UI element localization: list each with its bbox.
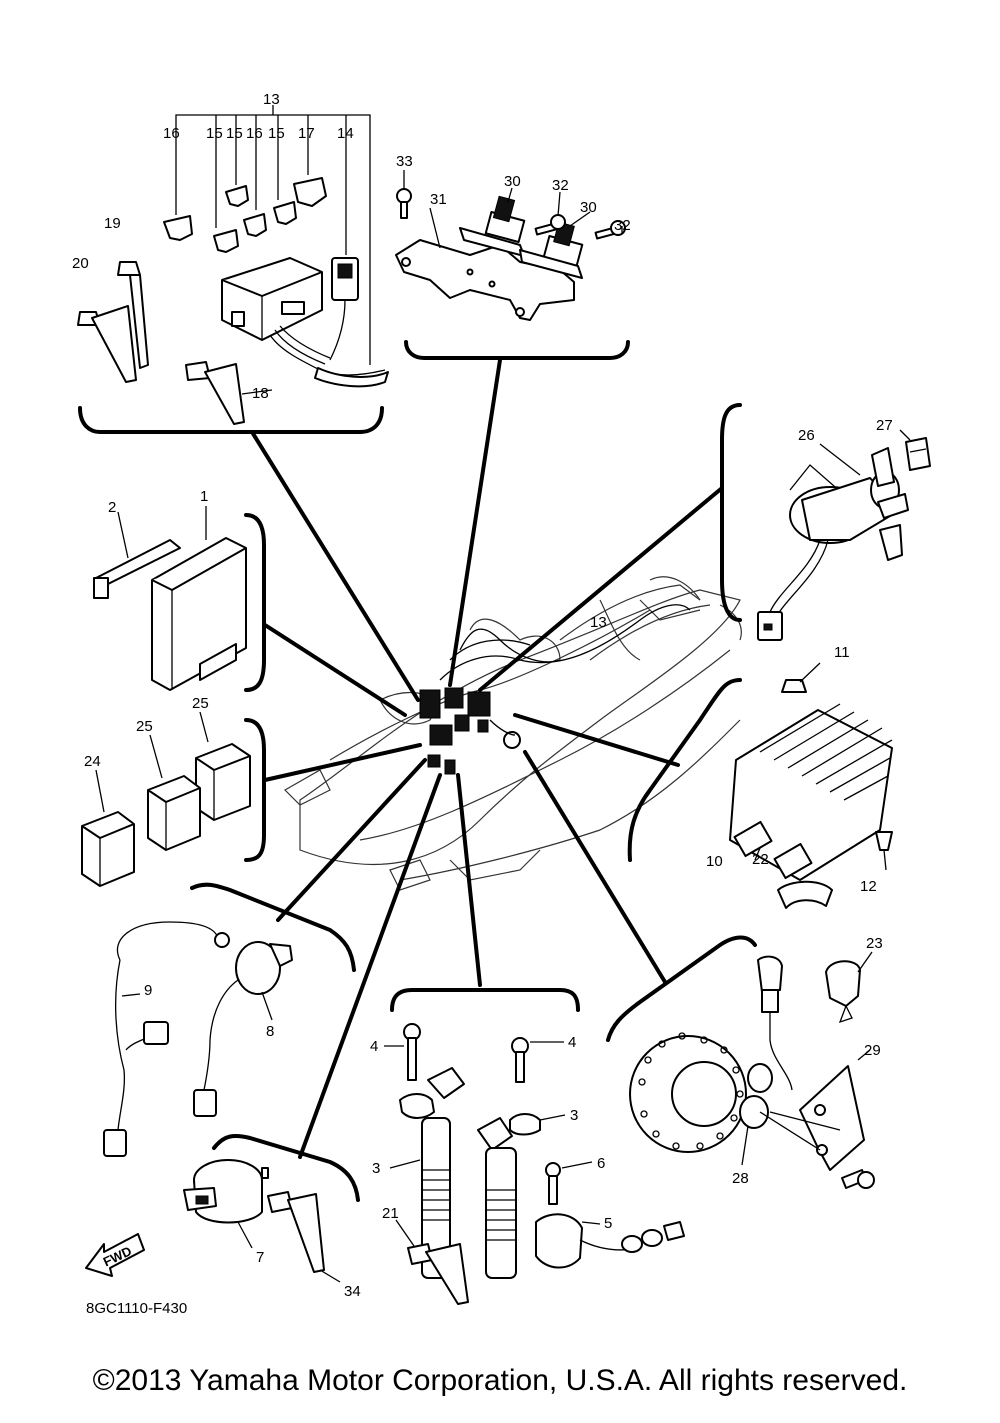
- diagram-reference-code: 8GC1110-F430: [86, 1300, 188, 1317]
- label-26: 26: [798, 427, 815, 444]
- ignition-coils-group: [384, 1023, 685, 1305]
- label-21: 21: [382, 1205, 399, 1222]
- label-18: 18: [252, 385, 269, 402]
- label-22: 22: [752, 851, 769, 868]
- group-brackets: [78, 340, 757, 1202]
- label-15-b: 15: [226, 125, 243, 142]
- label-15-a: 15: [206, 125, 223, 142]
- label-32-b: 32: [614, 217, 631, 234]
- label-6: 6: [597, 1155, 605, 1172]
- label-23: 23: [866, 935, 883, 952]
- label-15-c: 15: [268, 125, 285, 142]
- label-16-a: 16: [163, 125, 180, 142]
- fuse-box-group: [77, 105, 389, 425]
- main-switch-group: [757, 429, 931, 641]
- label-24: 24: [84, 753, 101, 770]
- label-5: 5: [604, 1215, 612, 1232]
- label-16-b: 16: [246, 125, 263, 142]
- label-29: 29: [864, 1042, 881, 1059]
- fwd-arrow-label: FWD: [101, 1243, 134, 1269]
- label-3-a: 3: [372, 1160, 380, 1177]
- label-1: 1: [200, 488, 208, 505]
- label-19: 19: [104, 215, 121, 232]
- part-labels: 13 16 15 15 16 15 17 14 19 20 18 33 31 3…: [72, 91, 893, 1300]
- label-25-a: 25: [192, 695, 209, 712]
- lead-and-pressure-sensor: [103, 921, 293, 1157]
- relay-bracket-group: [395, 170, 626, 321]
- copyright-notice: ©2013 Yamaha Motor Corporation, U.S.A. A…: [92, 1364, 908, 1397]
- label-25-b: 25: [136, 718, 153, 735]
- label-34: 34: [344, 1283, 361, 1300]
- label-2: 2: [108, 499, 116, 516]
- label-27: 27: [876, 417, 893, 434]
- vehicle-frame-outline: [284, 576, 742, 891]
- label-30-b: 30: [580, 199, 597, 216]
- label-4-b: 4: [568, 1034, 576, 1051]
- label-13-top: 13: [263, 91, 280, 108]
- label-4-a: 4: [370, 1038, 378, 1055]
- label-12: 12: [860, 878, 877, 895]
- ecu-group: [93, 506, 247, 691]
- pressure-switch-group: [85, 1159, 341, 1283]
- label-28: 28: [732, 1170, 749, 1187]
- rectifier-group: [729, 662, 893, 909]
- label-14: 14: [337, 125, 354, 142]
- label-3-b: 3: [570, 1107, 578, 1124]
- label-30-a: 30: [504, 173, 521, 190]
- label-11: 11: [834, 644, 850, 661]
- label-31: 31: [430, 191, 447, 208]
- label-10: 10: [706, 853, 723, 870]
- pickup-coil-group: [629, 951, 875, 1189]
- spoke-lines: [250, 358, 724, 1159]
- label-20: 20: [72, 255, 89, 272]
- relays-group: [81, 711, 251, 887]
- label-33: 33: [396, 153, 413, 170]
- central-harness-cluster: [419, 604, 691, 775]
- label-7: 7: [256, 1249, 264, 1266]
- label-13-mid: 13: [590, 614, 607, 631]
- label-8: 8: [266, 1023, 274, 1040]
- label-17: 17: [298, 125, 315, 142]
- label-32-a: 32: [552, 177, 569, 194]
- label-9: 9: [144, 982, 152, 999]
